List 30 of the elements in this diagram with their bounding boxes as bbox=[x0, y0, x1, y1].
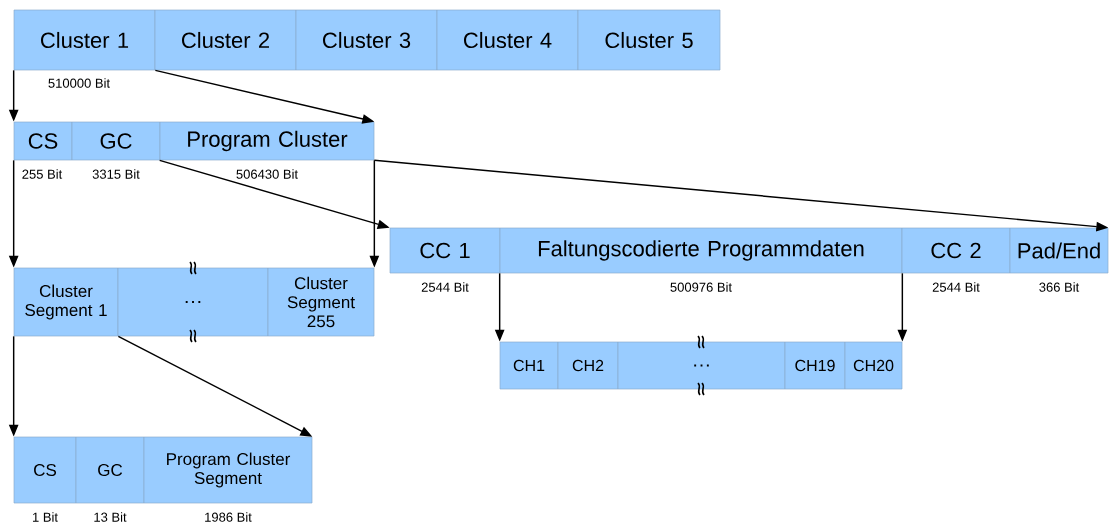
size-label: 3315 Bit bbox=[92, 169, 140, 179]
cell: CH20 bbox=[844, 341, 903, 390]
cell: GC bbox=[75, 436, 145, 504]
cell: Cluster 5 bbox=[577, 9, 721, 71]
size-label: 1 Bit bbox=[33, 512, 58, 522]
size-label: 500976 Bit bbox=[670, 282, 732, 292]
cell: CH1 bbox=[499, 341, 559, 390]
cell: CS bbox=[13, 121, 73, 161]
size-label: 255 Bit bbox=[22, 169, 63, 179]
cell: GC bbox=[71, 121, 161, 161]
cell: CC 2 bbox=[901, 227, 1011, 274]
cell: Cluster Segment 255 bbox=[267, 267, 375, 337]
size-label: 2544 Bit bbox=[932, 282, 980, 292]
size-label: 510000 Bit bbox=[48, 78, 110, 88]
size-label: 366 Bit bbox=[1039, 282, 1080, 292]
cell: CH19 bbox=[784, 341, 846, 390]
cell: Cluster 1 bbox=[13, 9, 156, 71]
size-label: 13 Bit bbox=[94, 512, 127, 522]
cell: CS bbox=[13, 436, 77, 504]
cell: Cluster Segment 1 bbox=[13, 267, 119, 337]
cell: Cluster 2 bbox=[154, 9, 297, 71]
cell: Cluster 4 bbox=[436, 9, 579, 71]
cell: Pad/End bbox=[1009, 227, 1109, 274]
cell: CH2 bbox=[557, 341, 619, 390]
size-label: 2544 Bit bbox=[421, 282, 469, 292]
cell: CC 1 bbox=[389, 227, 501, 274]
cell: … bbox=[117, 267, 269, 337]
size-label: 506430 Bit bbox=[236, 169, 298, 179]
cell: Cluster 3 bbox=[295, 9, 438, 71]
size-label: 1986 Bit bbox=[205, 512, 252, 522]
